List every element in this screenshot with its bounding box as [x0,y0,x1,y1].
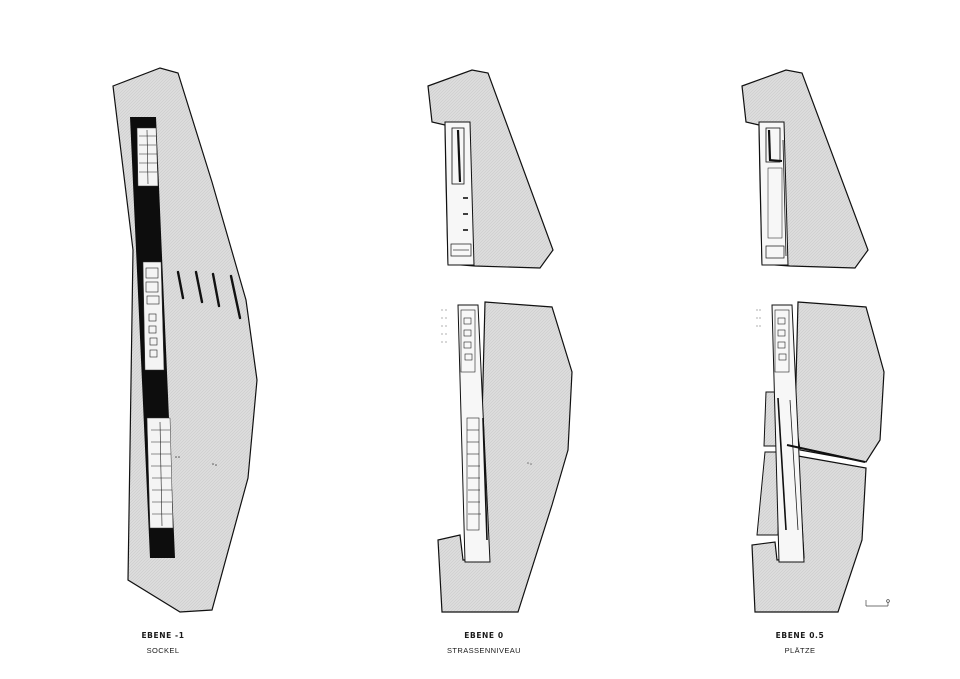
lower-room-block [146,417,174,529]
lower-room-cells [151,421,172,527]
site-ground-area-middle [794,301,885,463]
north-arrow-scale [865,599,890,607]
north-building-details [450,127,472,257]
plan-title: EBENE 0.5 [775,631,825,640]
plan-ebene-0 [427,69,573,613]
street-dot-grid [441,309,532,465]
caption-ebene-minus-1: EBENE -1 SOCKEL [63,631,263,655]
plan-title: EBENE -1 [141,631,185,640]
building-outline-north [758,121,789,266]
caption-ebene-0: EBENE 0 STRASSENNIVEAU [384,631,584,655]
south-building-details [774,309,866,531]
upper-room-stairs [139,129,157,185]
south-building-details [460,309,488,541]
plan-title: EBENE 0 [464,631,504,640]
plan-subtitle: PLÄTZE [784,646,816,655]
plan-subtitle: SOCKEL [146,646,180,655]
diagonal-light-slots [176,270,242,320]
middle-room-block [142,261,165,371]
middle-room-fixtures [145,267,160,358]
survey-points [175,456,217,466]
plan-ebene-0-5 [741,69,890,613]
site-ground-area-south [437,301,573,613]
site-ground-area-south [756,451,779,536]
plan-ebene-minus-1 [112,67,258,613]
street-dot-grid [756,309,761,327]
north-building-details [765,127,787,259]
plan-subtitle: STRASSENNIVEAU [447,646,521,655]
building-outline-south [457,304,491,563]
caption-ebene-0-5: EBENE 0.5 PLÄTZE [700,631,900,655]
